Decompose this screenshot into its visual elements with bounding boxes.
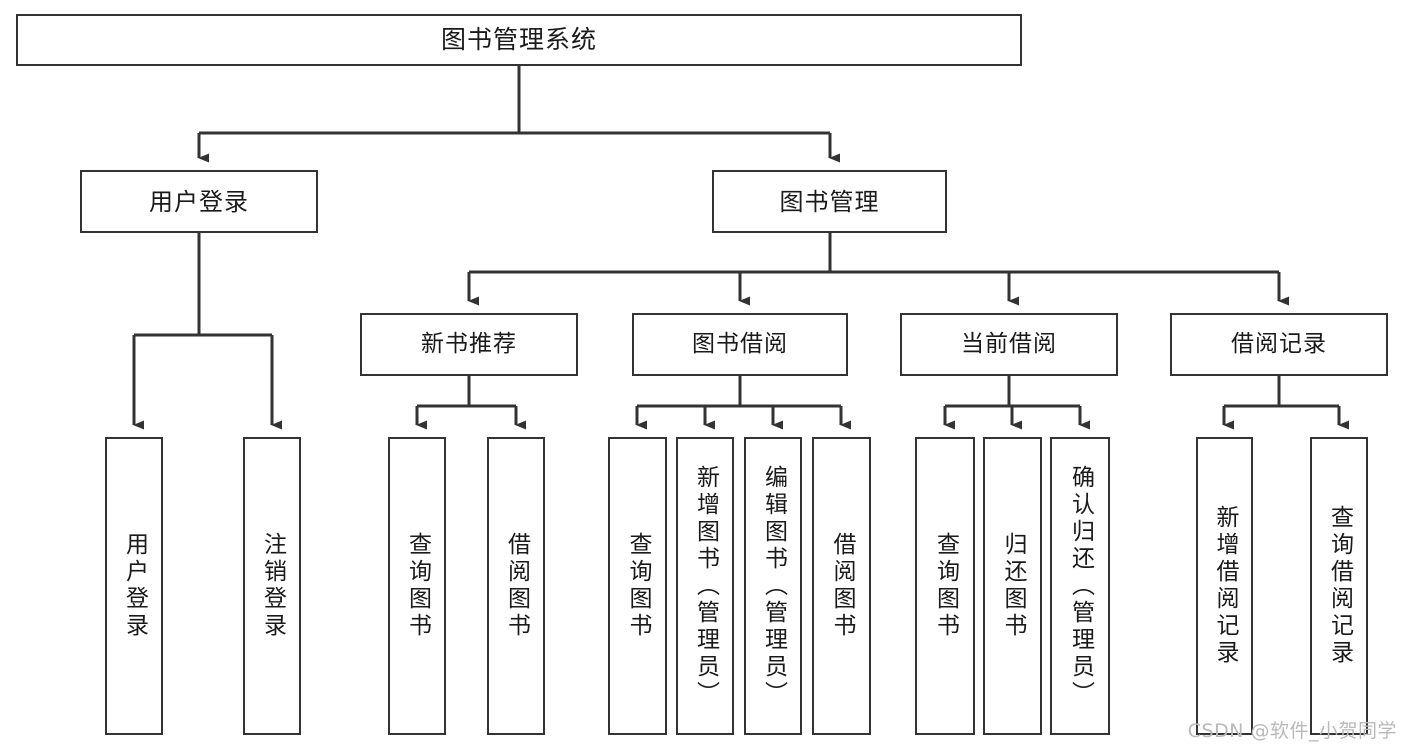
- leaf-add-borrow-record[interactable]: 新增借阅记录: [1196, 437, 1253, 735]
- node-label: 借阅图书: [829, 532, 855, 640]
- leaf-borrow-book[interactable]: 借阅图书: [812, 437, 871, 735]
- node-borrow-record[interactable]: 借阅记录: [1170, 313, 1388, 376]
- leaf-query-borrow-record[interactable]: 查询借阅记录: [1310, 437, 1368, 735]
- leaf-query-book-current[interactable]: 查询图书: [915, 437, 975, 735]
- node-book-borrow[interactable]: 图书借阅: [632, 313, 848, 376]
- node-label: 用户登录: [149, 187, 249, 216]
- node-label: 借阅记录: [1231, 331, 1327, 358]
- node-label: 查询图书: [932, 532, 959, 640]
- node-label: 注销登录: [259, 532, 286, 640]
- leaf-confirm-return-admin[interactable]: 确认归还（管理员）: [1050, 437, 1110, 735]
- node-label: 用户登录: [121, 532, 148, 640]
- node-label: 查询图书: [404, 532, 431, 640]
- node-label: 查询借阅记录: [1326, 505, 1353, 667]
- node-label: 图书管理: [779, 187, 880, 216]
- node-label: 归还图书: [1000, 532, 1026, 640]
- leaf-logout[interactable]: 注销登录: [243, 437, 301, 735]
- leaf-return-book[interactable]: 归还图书: [983, 437, 1042, 735]
- node-label: 新书推荐: [421, 331, 517, 358]
- leaf-query-book-borrow[interactable]: 查询图书: [608, 437, 667, 735]
- node-label: 确认归还（管理员）: [1067, 464, 1094, 708]
- leaf-edit-book-admin[interactable]: 编辑图书（管理员）: [744, 437, 802, 735]
- node-label: 图书借阅: [692, 331, 788, 358]
- node-label: 查询图书: [625, 532, 651, 640]
- node-label: 当前借阅: [961, 331, 1057, 358]
- node-label: 新增图书（管理员）: [692, 464, 719, 708]
- node-new-book-recommend[interactable]: 新书推荐: [360, 313, 578, 376]
- leaf-add-book-admin[interactable]: 新增图书（管理员）: [676, 437, 734, 735]
- leaf-user-login[interactable]: 用户登录: [105, 437, 163, 735]
- node-user-login[interactable]: 用户登录: [80, 170, 318, 233]
- node-label: 图书管理系统: [440, 25, 597, 55]
- csdn-watermark: CSDN @软件_小贺同学: [1187, 720, 1397, 742]
- node-root-system[interactable]: 图书管理系统: [16, 14, 1022, 66]
- leaf-query-book-newbook[interactable]: 查询图书: [388, 437, 446, 735]
- node-book-management[interactable]: 图书管理: [712, 170, 947, 233]
- node-current-borrow[interactable]: 当前借阅: [900, 313, 1118, 376]
- node-label: 新增借阅记录: [1212, 505, 1238, 667]
- node-label: 借阅图书: [503, 532, 530, 640]
- node-label: 编辑图书（管理员）: [760, 464, 787, 708]
- leaf-borrow-book-newbook[interactable]: 借阅图书: [487, 437, 545, 735]
